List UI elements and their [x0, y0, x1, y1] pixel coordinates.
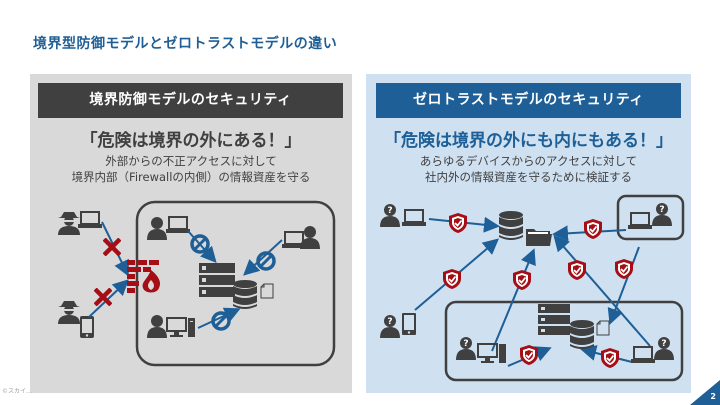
document-icon: [260, 283, 274, 299]
zero-trust-model-claim: 「危険は境界の外にも内にもある！」: [384, 131, 673, 151]
inside-user-bottom-left: [147, 315, 196, 338]
inside-user-top-left: [147, 216, 190, 240]
unknown-user-laptop-top-left: [380, 204, 426, 227]
desktop-icon: [477, 343, 507, 364]
desc-line-1: あらゆるデバイスからのアクセスに対して: [419, 154, 638, 168]
hacker-laptop-node: [58, 211, 102, 235]
zero-trust-model-header: ゼロトラストモデルのセキュリティ: [376, 83, 681, 118]
hacker-icon: [58, 301, 80, 324]
smartphone-icon: [80, 316, 94, 338]
unknown-user-icon: [654, 337, 674, 360]
blocked-x-icon: [97, 291, 110, 304]
verified-access-arrow: [553, 234, 651, 347]
verification-shield-icon: [519, 344, 539, 366]
unknown-user-remote-laptop: [628, 203, 672, 230]
cloud-database-icon: [499, 211, 523, 240]
verification-shield-icon: [614, 258, 634, 280]
desc-line-2: 境界内部（Firewallの内側）の情報資産を守る: [71, 170, 311, 184]
desktop-icon: [166, 317, 196, 338]
office-boundary: [444, 300, 684, 382]
perimeter-model-header: 境界防御モデルのセキュリティ: [38, 83, 343, 118]
laptop-icon: [78, 211, 102, 229]
desc-line-1: 外部からの不正アクセスに対して: [105, 154, 277, 168]
hacker-icon: [58, 212, 80, 235]
firewall-icon: [127, 260, 161, 293]
unknown-user-office-laptop: [631, 337, 674, 364]
zero-trust-model-diagram: ?: [380, 194, 685, 382]
unknown-user-office-desktop: [456, 337, 507, 364]
verification-shield-icon: [583, 218, 603, 240]
folder-icon: [526, 229, 552, 246]
access-arrow: [197, 307, 241, 329]
document-icon: [596, 320, 610, 336]
access-arrow: [187, 230, 217, 263]
verified-access-arrow: [491, 248, 536, 352]
database-icon: [570, 320, 594, 349]
page-number: 2: [710, 392, 716, 401]
server-icon: [538, 304, 570, 335]
unknown-user-icon: [652, 203, 672, 226]
zero-trust-model-panel: ゼロトラストモデルのセキュリティ 「危険は境界の外にも内にもある！」 あらゆるデ…: [366, 74, 691, 393]
perimeter-model-diagram: [58, 200, 336, 367]
unknown-user-tablet: [380, 313, 416, 338]
remote-site-boundary: [616, 194, 685, 241]
inside-user-top-right: [282, 226, 320, 249]
user-icon: [147, 315, 167, 338]
laptop-icon: [631, 346, 655, 364]
unknown-user-icon: [380, 315, 400, 338]
perimeter-model-panel: 境界防御モデルのセキュリティ 「危険は境界の外にある！」 外部からの不正アクセス…: [30, 74, 352, 393]
verification-shield-icon: [442, 268, 462, 290]
copyright-footer: ©スカイ…: [2, 388, 33, 395]
verification-shield-icon: [567, 259, 587, 281]
verification-shield-icon: [600, 347, 620, 369]
page-title: 境界型防御モデルとゼロトラストモデルの違い: [33, 36, 338, 52]
page-number-badge: [690, 380, 720, 405]
laptop-icon: [402, 209, 426, 227]
laptop-icon: [628, 212, 652, 230]
verification-shield-icon: [512, 269, 532, 291]
desc-line-2: 社内外の情報資産を守るために検証する: [425, 170, 632, 184]
verification-shield-icon: [448, 212, 468, 234]
allowed-access-icon: [190, 234, 210, 254]
access-arrow: [243, 239, 283, 276]
unknown-user-icon: [456, 337, 476, 360]
hacker-phone-node: [58, 301, 94, 338]
laptop-icon: [166, 216, 190, 234]
server-icon: [199, 263, 235, 297]
verified-access-arrow: [607, 246, 640, 325]
tablet-icon: [402, 313, 416, 335]
zero-trust-model-description: あらゆるデバイスからのアクセスに対して 社内外の情報資産を守るために検証する: [366, 153, 691, 185]
database-icon: [233, 280, 257, 309]
user-icon: [147, 217, 167, 240]
perimeter-model-description: 外部からの不正アクセスに対して 境界内部（Firewallの内側）の情報資産を守…: [30, 153, 352, 185]
unknown-user-icon: [380, 204, 400, 227]
perimeter-model-claim: 「危険は境界の外にある！」: [80, 131, 302, 151]
